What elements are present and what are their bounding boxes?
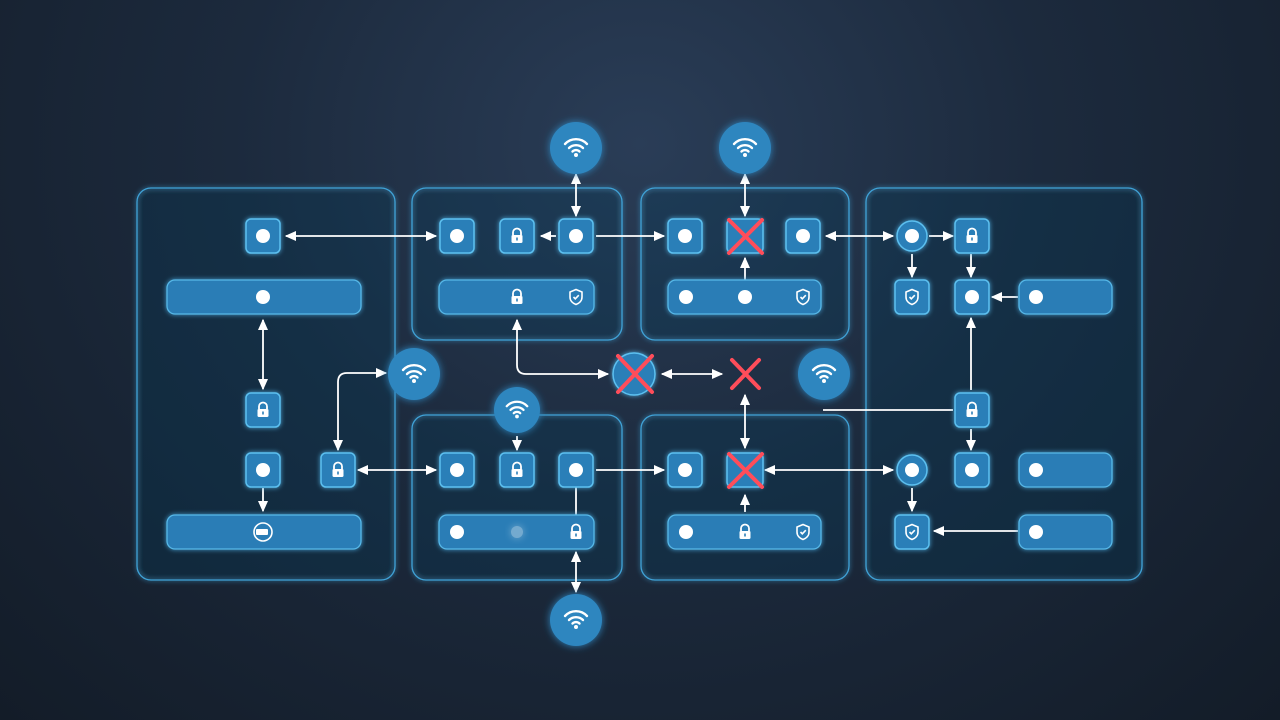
node-dot — [667, 452, 703, 488]
connector — [511, 318, 610, 380]
segment-panel-top-center-left — [411, 187, 623, 341]
lock-icon — [320, 452, 356, 488]
node-dot — [558, 218, 594, 254]
node-dot — [954, 452, 990, 488]
wifi-icon — [494, 387, 540, 433]
blocked-node — [726, 452, 764, 489]
blocked-node — [612, 352, 656, 396]
shield-icon — [894, 279, 930, 315]
lock-icon — [954, 392, 990, 428]
lock-icon — [499, 452, 535, 488]
blocked-x-icon — [727, 218, 764, 255]
connectors — [257, 172, 1018, 594]
device-icon — [253, 522, 273, 542]
blocked-x-icon — [727, 452, 764, 489]
device-bar — [1018, 514, 1113, 550]
node-dot — [558, 452, 594, 488]
shield-icon — [894, 514, 930, 550]
connector — [332, 367, 388, 452]
node-dot — [954, 279, 990, 315]
device-bar — [166, 514, 362, 550]
node-dot — [439, 452, 475, 488]
device-bar — [1018, 452, 1113, 488]
lock-icon — [499, 218, 535, 254]
wifi-icon — [550, 122, 602, 174]
node-dot — [896, 454, 928, 486]
device-bar — [667, 279, 822, 315]
blocked-node — [726, 218, 764, 255]
node-dot — [245, 452, 281, 488]
blocked-x-icon — [616, 354, 654, 394]
device-bar — [438, 514, 595, 550]
device-bar — [438, 279, 595, 315]
lock-icon — [954, 218, 990, 254]
node-dot — [245, 218, 281, 254]
wifi-access-points — [388, 122, 850, 646]
node-dot — [896, 220, 928, 252]
device-bar — [166, 279, 362, 315]
wifi-icon — [550, 594, 602, 646]
node-dot — [785, 218, 821, 254]
wifi-icon — [798, 348, 850, 400]
node-dot — [667, 218, 703, 254]
device-bar — [1018, 279, 1113, 315]
blocked-x-icon — [730, 358, 761, 390]
device-bar — [667, 514, 822, 550]
lock-icon — [245, 392, 281, 428]
wifi-icon — [388, 348, 440, 400]
node-dot — [439, 218, 475, 254]
wifi-icon — [719, 122, 771, 174]
